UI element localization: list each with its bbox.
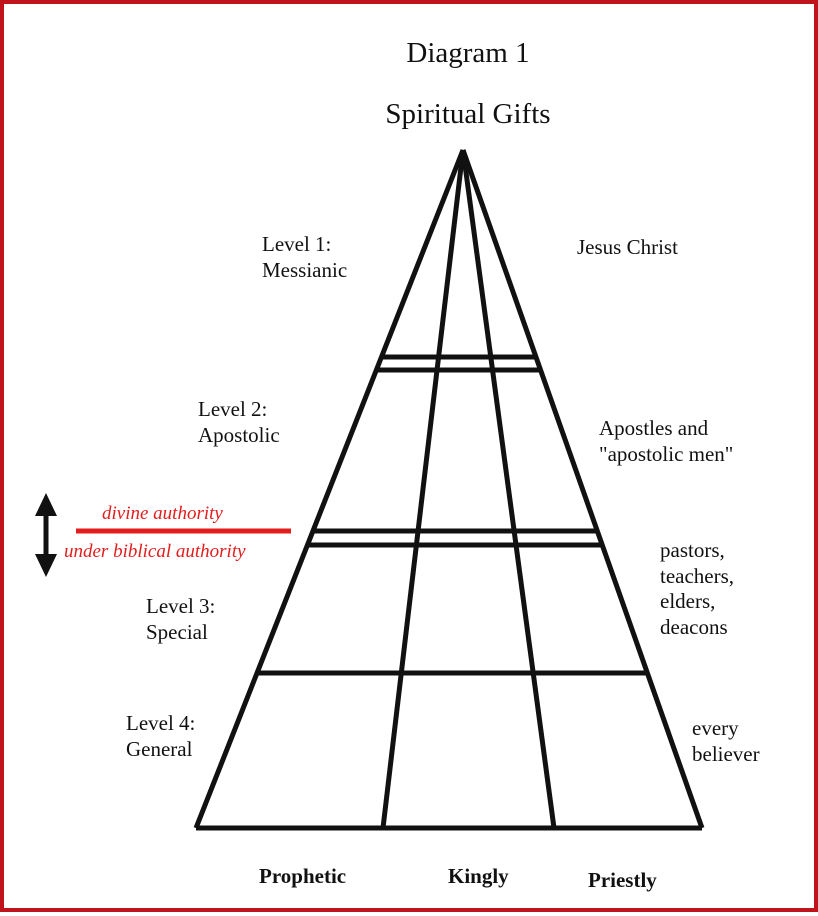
level-name: Level 3: [146, 594, 216, 618]
level-label: Level 2: Apostolic [198, 397, 280, 448]
level-holders: Apostles and "apostolic men" [599, 416, 733, 467]
holder-line: Apostles and [599, 416, 709, 440]
level-description: General [126, 736, 193, 761]
diagram-subtitle: Spiritual Gifts [385, 98, 551, 130]
column-divider-right [460, 149, 557, 829]
level-description: Special [146, 619, 208, 644]
level-description: Messianic [262, 257, 348, 282]
column-divider-left [380, 149, 466, 829]
level-name: Level 1: [262, 232, 332, 256]
level-holders: pastors, teachers, elders, deacons [660, 538, 734, 640]
level-description: Apostolic [198, 422, 280, 447]
column-label-priestly: Priestly [588, 868, 657, 892]
holder-line: teachers, [660, 563, 735, 588]
level-holders: Jesus Christ [577, 235, 678, 261]
pyramid-diagram [35, 149, 705, 831]
authority-label-below: under biblical authority [64, 541, 246, 562]
level-holders: every believer [692, 716, 760, 767]
pyramid-right-edge [460, 149, 705, 829]
level-label: Level 3: Special [146, 594, 215, 645]
holder-line: "apostolic men" [599, 441, 734, 466]
double-arrow-icon [35, 493, 57, 577]
level-name: Level 4: [126, 711, 196, 735]
column-label-prophetic: Prophetic [259, 864, 347, 888]
holder-line: deacons [660, 614, 728, 639]
holder-line: believer [692, 741, 760, 766]
level-label: Level 1: Messianic [262, 232, 347, 283]
holder-line: Jesus Christ [577, 235, 678, 259]
holder-line: elders, [660, 589, 716, 614]
authority-label-above: divine authority [102, 503, 223, 524]
column-label-kingly: Kingly [448, 864, 509, 888]
holder-line: pastors, [660, 538, 725, 562]
level-name: Level 2: [198, 397, 268, 421]
holder-line: every [692, 716, 739, 740]
diagram-title: Diagram 1 [406, 37, 530, 69]
level-label: Level 4: General [126, 711, 195, 762]
pyramid-left-edge [193, 149, 466, 829]
